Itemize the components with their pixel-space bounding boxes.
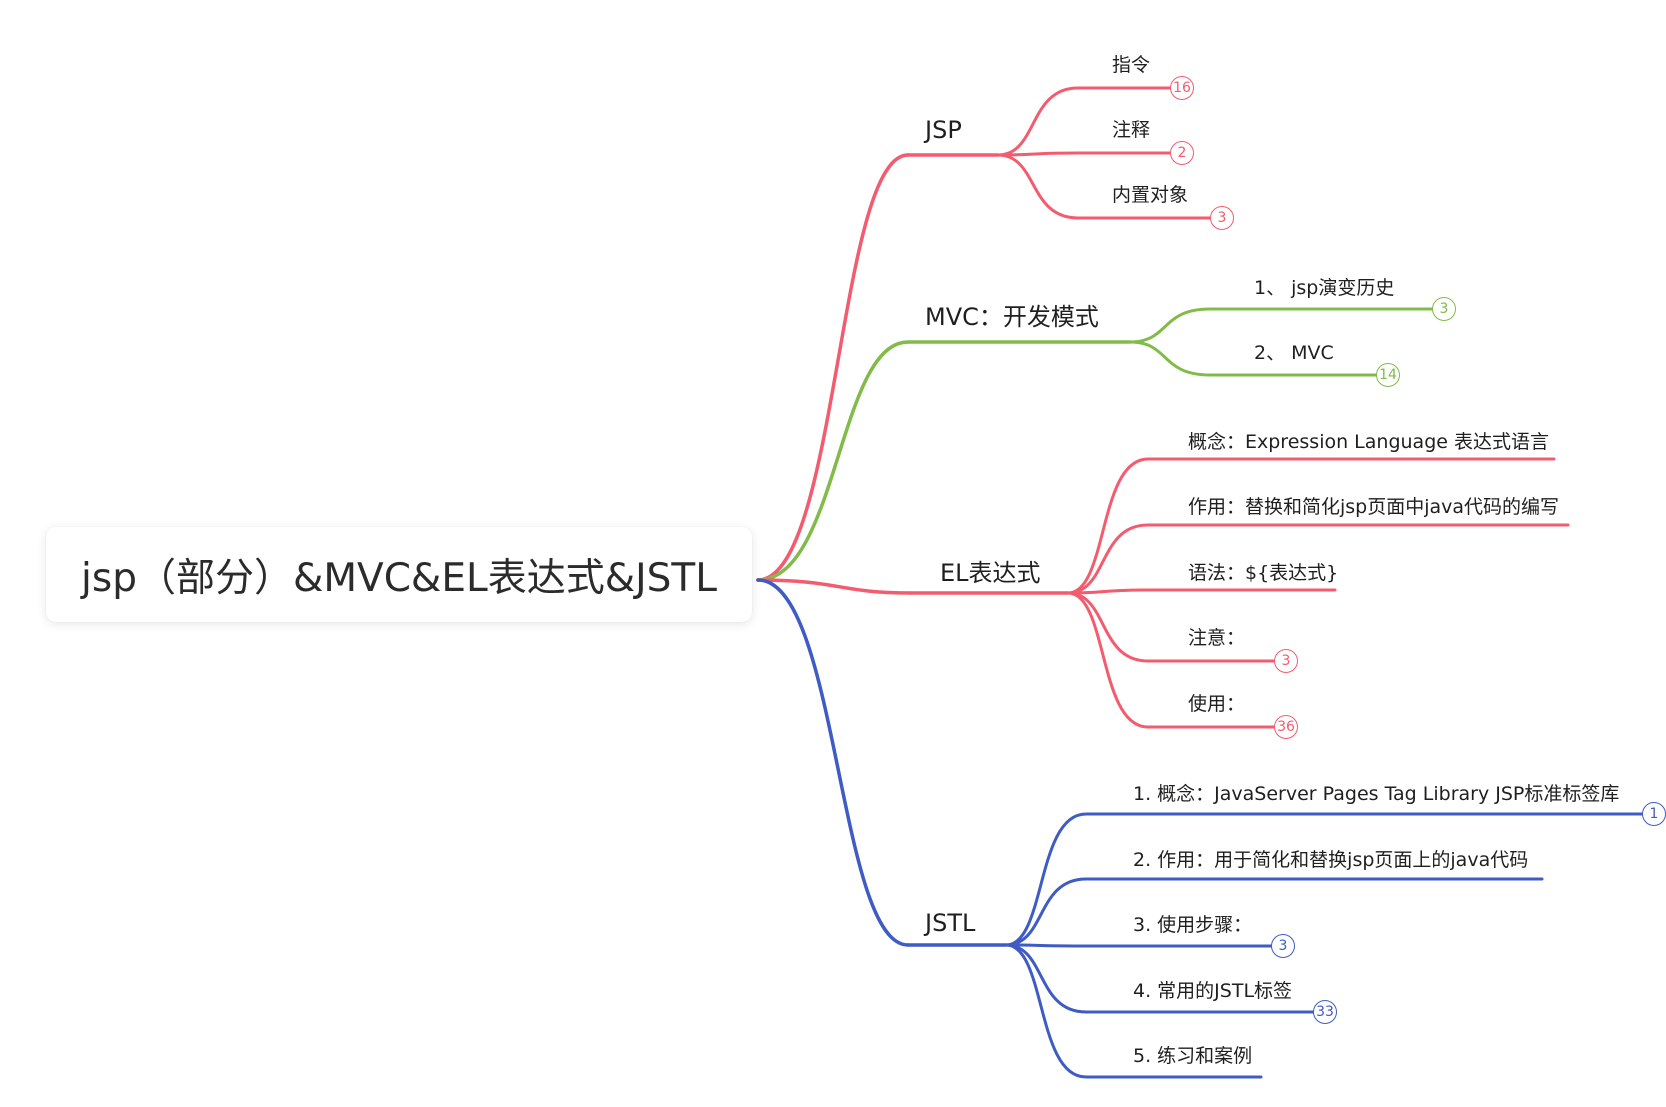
collapse-count-badge[interactable]: 33 [1313,1000,1337,1024]
subtopic-connector [996,151,1172,157]
subtopic-mvc-history[interactable]: 1、 jsp演变历史 [1254,277,1395,299]
topic-mvc[interactable]: MVC：开发模式 [925,303,1099,331]
topic-el-expression[interactable]: EL表达式 [940,559,1041,587]
subtopic-connector [1004,943,1273,948]
subtopic-jsp-directive[interactable]: 指令 [1112,54,1151,76]
subtopic-connector [1066,591,1276,729]
subtopic-el-concept[interactable]: 概念：Expression Language 表达式语言 [1188,431,1549,453]
subtopic-connector [1066,523,1570,595]
subtopic-connector [996,153,1212,220]
subtopic-jstl-common-tags[interactable]: 4. 常用的JSTL标签 [1133,980,1293,1002]
subtopic-el-usage[interactable]: 使用： [1188,693,1246,715]
subtopic-connector [1004,943,1263,1079]
subtopic-connector [1004,812,1644,947]
collapse-count-badge[interactable]: 36 [1274,715,1298,739]
branch-connector [756,340,910,582]
collapse-count-badge[interactable]: 3 [1432,297,1456,321]
root-topic-label: jsp（部分）&MVC&EL表达式&JSTL [81,555,717,601]
subtopic-jsp-comment[interactable]: 注释 [1112,119,1151,141]
collapse-count-badge[interactable]: 3 [1271,934,1295,958]
collapse-count-badge[interactable]: 3 [1210,206,1234,230]
subtopic-connector [1128,307,1434,344]
topic-jstl[interactable]: JSTL [925,909,976,937]
subtopic-jstl-steps[interactable]: 3. 使用步骤： [1133,914,1253,936]
collapse-count-badge[interactable]: 1 [1642,802,1666,826]
subtopic-connector [1004,877,1544,947]
collapse-count-badge[interactable]: 14 [1376,363,1400,387]
collapse-count-badge[interactable]: 2 [1170,141,1194,165]
branch-connector [756,153,910,582]
subtopic-jsp-builtin-objects[interactable]: 内置对象 [1112,184,1189,206]
branch-connector [756,578,910,947]
subtopic-jstl-exercises[interactable]: 5. 练习和案例 [1133,1045,1253,1067]
topic-jsp[interactable]: JSP [925,116,962,144]
subtopic-jstl-concept[interactable]: 1. 概念：JavaServer Pages Tag Library JSP标准… [1133,783,1620,805]
subtopic-connector [1128,340,1378,377]
root-topic[interactable]: jsp（部分）&MVC&EL表达式&JSTL [46,527,752,622]
subtopic-el-syntax[interactable]: 语法：${表达式} [1188,562,1339,584]
subtopic-mvc-mvc[interactable]: 2、 MVC [1254,342,1334,364]
subtopic-connector [1066,457,1556,595]
subtopic-el-purpose[interactable]: 作用：替换和简化jsp页面中java代码的编写 [1188,496,1560,518]
subtopic-connector [1066,591,1276,663]
subtopic-connector [1004,943,1315,1014]
subtopic-el-notes[interactable]: 注意： [1188,627,1246,649]
branch-connector [756,578,912,595]
collapse-count-badge[interactable]: 3 [1274,649,1298,673]
subtopic-jstl-purpose[interactable]: 2. 作用：用于简化和替换jsp页面上的java代码 [1133,849,1529,871]
subtopic-connector [996,86,1172,157]
subtopic-connector [1066,588,1337,595]
collapse-count-badge[interactable]: 16 [1170,76,1194,100]
